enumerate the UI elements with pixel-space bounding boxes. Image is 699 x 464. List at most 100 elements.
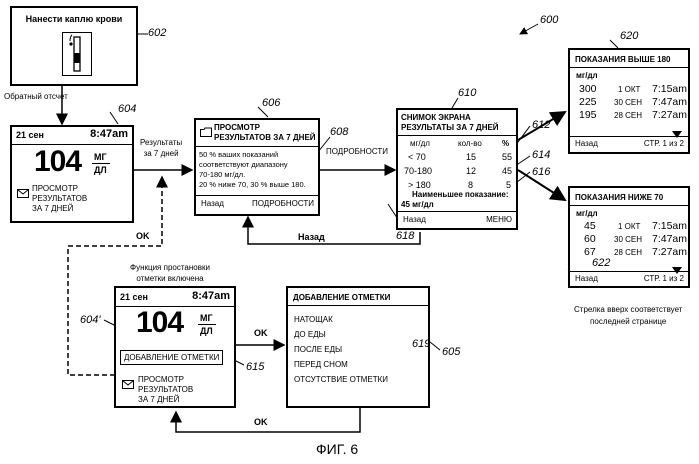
list-item-value: 60 [584, 233, 596, 245]
screen-604-unit-bottom: ДЛ [94, 165, 107, 175]
screen-620-page-indicator: СТР. 1 из 2 [644, 139, 684, 148]
label-results-7d: Результаты за 7 дней [140, 137, 182, 159]
leader-604 [110, 112, 118, 124]
folder-icon [200, 124, 212, 142]
screen-610-menu-button[interactable]: МЕНЮ [486, 215, 512, 224]
ref-608: 608 [330, 126, 348, 138]
screen-604p-unit-top: МГ [200, 313, 213, 323]
leader-610 [452, 98, 458, 108]
screen-605-title: ДОБАВЛЕНИЕ ОТМЕТКИ [293, 293, 390, 302]
ref-606: 606 [262, 97, 280, 109]
table-row-0-range: < 70 [408, 152, 426, 162]
screen-622-below-70: ПОКАЗАНИЯ НИЖЕ 70 мг/дл 45 1 ОКТ 7:15am … [568, 186, 690, 288]
ref-614: 614 [532, 149, 550, 161]
screen-604p-reading-tag: 21 сен 8:47am 104 МГ ДЛ ДОБАВЛЕНИЕ ОТМЕТ… [114, 286, 236, 408]
screen-610-header-count: кол-во [458, 139, 482, 148]
list-item-time: 7:27am [652, 109, 687, 121]
tag-option-fasting[interactable]: НАТОЩАК [294, 315, 333, 324]
tag-option-before-meal[interactable]: ДО ЕДЫ [294, 330, 326, 339]
list-item-date: 28 СЕН [614, 248, 642, 257]
label-details: ПОДРОБНОСТИ [326, 147, 388, 156]
label-ok-mid: OK [254, 328, 268, 338]
table-row-2-percent: 5 [506, 180, 511, 190]
screen-606-back-button[interactable]: Назад [201, 199, 224, 208]
list-item-value: 45 [584, 220, 596, 232]
list-item-time: 7:15am [652, 83, 687, 95]
screen-620-back-button[interactable]: Назад [575, 139, 598, 148]
label-tag-function: Функция простановки отметки включена [130, 262, 210, 284]
tag-option-bedtime[interactable]: ПЕРЕД СНОМ [294, 360, 348, 369]
screen-610-header-unit: мг/дл [410, 139, 430, 148]
screen-604-date: 21 сен [16, 130, 44, 140]
screen-610-lowest-label: Наименьшее показание: [412, 190, 509, 199]
arrow-605-back-to-604p [176, 408, 360, 432]
ref-620: 620 [620, 30, 638, 42]
list-item-date: 30 СЕН [614, 235, 642, 244]
screen-622-back-button[interactable]: Назад [575, 274, 598, 283]
box-602-title: Нанести каплю крови [12, 14, 136, 24]
screen-604p-view-results-link[interactable]: ПРОСМОТР РЕЗУЛЬТАТОВ ЗА 7 ДНЕЙ [138, 375, 193, 405]
screen-610-lowest-value: 45 мг/дл [401, 200, 434, 209]
table-row-1-range: 70-180 [404, 166, 432, 176]
ref-622: 622 [592, 257, 610, 269]
box-apply-blood: Нанести каплю крови [10, 6, 138, 86]
label-arrow-note: Стрелка вверх соответствует последней ст… [574, 304, 682, 328]
screen-610-header-percent: % [502, 139, 509, 148]
screen-604p-date: 21 сен [120, 292, 148, 302]
leader-620 [610, 40, 618, 48]
ref-615: 615 [246, 361, 264, 373]
table-row-2-count: 8 [468, 180, 473, 190]
screen-610-snapshot: СНИМОК ЭКРАНА РЕЗУЛЬТАТЫ ЗА 7 ДНЕЙ мг/дл… [396, 108, 518, 230]
list-item-value: 300 [579, 83, 597, 95]
ref-610: 610 [458, 87, 476, 99]
ref-604: 604 [118, 103, 136, 115]
list-item-date: 30 СЕН [614, 98, 642, 107]
ref-612: 612 [532, 119, 550, 131]
list-item-date: 1 ОКТ [618, 85, 640, 94]
ref-619: 619 [412, 338, 430, 350]
add-tag-button[interactable]: ДОБАВЛЕНИЕ ОТМЕТКИ [120, 350, 223, 365]
screen-620-unit: мг/дл [576, 71, 598, 80]
list-item-time: 7:47am [652, 233, 687, 245]
label-back-618: Назад [298, 232, 325, 242]
screen-622-title: ПОКАЗАНИЯ НИЖЕ 70 [575, 193, 663, 202]
envelope-icon [122, 376, 134, 394]
screen-610-title: СНИМОК ЭКРАНА РЕЗУЛЬТАТЫ ЗА 7 ДНЕЙ [401, 113, 499, 133]
table-row-0-percent: 55 [502, 152, 512, 162]
table-row-2-range: > 180 [408, 180, 431, 190]
ref-602: 602 [148, 27, 166, 39]
screen-606-title: ПРОСМОТР РЕЗУЛЬТАТОВ ЗА 7 ДНЕЙ [214, 123, 316, 143]
screen-604-unit-top: МГ [94, 152, 107, 162]
screen-606-details-button[interactable]: ПОДРОБНОСТИ [252, 199, 314, 208]
screen-604p-unit-bottom: ДЛ [200, 326, 213, 336]
ref-600: 600 [540, 14, 558, 26]
screen-604-reading: 21 сен 8:47am 104 МГ ДЛ ПРОСМОТР РЕЗУЛЬТ… [10, 125, 134, 223]
list-item-time: 7:27am [652, 246, 687, 258]
screen-620-title: ПОКАЗАНИЯ ВЫШЕ 180 [575, 55, 670, 64]
leader-600 [520, 24, 538, 34]
envelope-icon [17, 185, 29, 203]
tag-option-no-tag[interactable]: ОТСУТСТВИЕ ОТМЕТКИ [294, 375, 388, 384]
tag-option-after-meal[interactable]: ПОСЛЕ ЕДЫ [294, 345, 342, 354]
list-item-value: 225 [579, 96, 597, 108]
arrow-610-back-to-606 [248, 217, 420, 244]
table-row-1-count: 12 [466, 166, 476, 176]
list-item-value: 195 [579, 109, 597, 121]
list-item-date: 1 ОКТ [618, 222, 640, 231]
screen-620-above-180: ПОКАЗАНИЯ ВЫШЕ 180 мг/дл 300 1 ОКТ 7:15a… [568, 48, 690, 154]
label-countdown: Обратный отсчет [4, 92, 68, 101]
screen-606-summary: ПРОСМОТР РЕЗУЛЬТАТОВ ЗА 7 ДНЕЙ 50 % ваши… [194, 118, 320, 216]
screen-604-view-results-link[interactable]: ПРОСМОТР РЕЗУЛЬТАТОВ ЗА 7 ДНЕЙ [32, 184, 87, 214]
screen-604-value: 104 [34, 145, 81, 179]
ref-604p: 604' [80, 314, 100, 326]
ref-618: 618 [396, 230, 414, 242]
screen-604p-value: 104 [136, 306, 183, 340]
screen-610-back-button[interactable]: Назад [403, 215, 426, 224]
table-row-1-percent: 45 [502, 166, 512, 176]
list-item-date: 28 СЕН [614, 111, 642, 120]
leader-605 [430, 342, 440, 350]
test-strip-icon [62, 32, 92, 76]
list-item-time: 7:47am [652, 96, 687, 108]
table-row-0-count: 15 [466, 152, 476, 162]
label-ok-dashed: OK [136, 231, 150, 241]
